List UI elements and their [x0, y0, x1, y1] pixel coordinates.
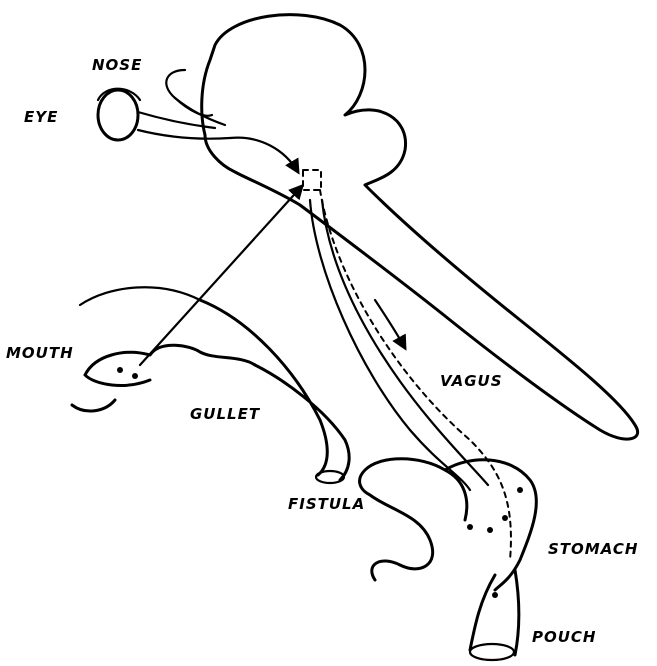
- stomach-dot-3: [502, 515, 508, 521]
- brain-outline: [202, 15, 638, 439]
- label-fistula: FISTULA: [288, 495, 365, 513]
- mouth-shape: [85, 345, 255, 385]
- mouth-nerve: [140, 186, 302, 365]
- label-stomach: STOMACH: [548, 540, 638, 558]
- label-nose: NOSE: [92, 56, 142, 74]
- pouch-shape: [470, 570, 519, 655]
- pouch-dot-1: [492, 592, 498, 598]
- stomach-dot-2: [487, 527, 493, 533]
- mouth-dot-2: [132, 373, 138, 379]
- mouth-dot-1: [117, 367, 123, 373]
- vagus-arrow: [375, 300, 405, 348]
- pouch-end: [470, 644, 514, 660]
- sensory-arrow: [230, 138, 298, 172]
- label-gullet: GULLET: [190, 405, 260, 423]
- label-pouch: POUCH: [532, 628, 597, 646]
- gullet-fistula-end: [316, 471, 344, 483]
- mouth-upper-curve: [80, 287, 200, 305]
- brain-center: [303, 170, 321, 190]
- gullet-tube: [200, 300, 349, 480]
- label-vagus: VAGUS: [440, 372, 503, 390]
- stomach-dot-4: [517, 487, 523, 493]
- mouth-lower-jaw: [72, 400, 115, 411]
- nose-nerve: [175, 98, 225, 125]
- optic-nerve: [138, 112, 230, 139]
- stomach-dot-1: [467, 524, 473, 530]
- label-eye: EYE: [24, 108, 58, 126]
- eye-shape: [98, 90, 138, 140]
- label-mouth: MOUTH: [6, 344, 74, 362]
